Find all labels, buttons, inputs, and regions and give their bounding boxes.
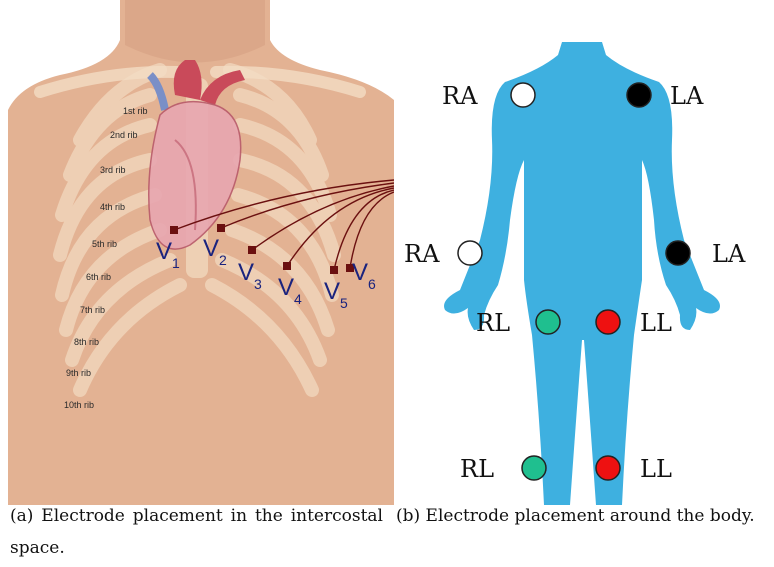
label-ra-wrist: RA [404,240,440,268]
label-ra-shoulder: RA [442,82,478,110]
torso-svg: 1st rib 2nd rib 3rd rib 4th rib 5th rib … [0,0,394,505]
body-svg: RA LA RA LA RL LL RL LL [394,0,774,505]
electrode-ra-wrist [458,241,482,265]
electrode-v2 [217,224,225,232]
v6-label: V [352,259,368,286]
rib-label-8: 8th rib [74,337,99,347]
v4-label: V [278,274,294,301]
body-figure: RA LA RA LA RL LL RL LL [394,0,774,505]
v3-sub: 3 [254,276,262,292]
label-ll-thigh: LL [640,309,672,337]
electrode-la-shoulder [627,83,651,107]
rib-label-1: 1st rib [123,106,148,116]
rib-label-9: 9th rib [66,368,91,378]
label-la-wrist: LA [712,240,746,268]
electrode-rl-ankle [522,456,546,480]
rib-label-10: 10th rib [64,400,94,410]
label-ll-ankle: LL [640,455,672,483]
v4-sub: 4 [294,291,302,307]
v1-label: V [156,238,172,265]
v5-sub: 5 [340,295,348,311]
rib-label-6: 6th rib [86,272,111,282]
electrode-v4 [283,262,291,270]
electrode-v5 [330,266,338,274]
rib-label-3: 3rd rib [100,165,126,175]
label-rl-ankle: RL [460,455,494,483]
rib-label-4: 4th rib [100,202,125,212]
electrode-rl-thigh [536,310,560,334]
caption-b: (b) Electrode placement around the body. [396,500,771,532]
electrode-v1 [170,226,178,234]
electrode-ll-thigh [596,310,620,334]
electrode-v3 [248,246,256,254]
caption-a: (a) Electrode placement in the intercost… [10,500,383,564]
electrode-ll-ankle [596,456,620,480]
label-la-shoulder: LA [670,82,704,110]
label-rl-thigh: RL [476,309,510,337]
v6-sub: 6 [368,276,376,292]
v2-label: V [203,235,219,262]
torso-figure: 1st rib 2nd rib 3rd rib 4th rib 5th rib … [0,0,394,505]
rib-label-5: 5th rib [92,239,117,249]
electrode-ra-shoulder [511,83,535,107]
rib-label-2: 2nd rib [110,130,138,140]
v5-label: V [324,278,340,305]
v1-sub: 1 [172,255,180,271]
body-silhouette [444,42,720,505]
electrode-la-wrist [666,241,690,265]
v3-label: V [238,259,254,286]
rib-label-7: 7th rib [80,305,105,315]
v2-sub: 2 [219,252,227,268]
